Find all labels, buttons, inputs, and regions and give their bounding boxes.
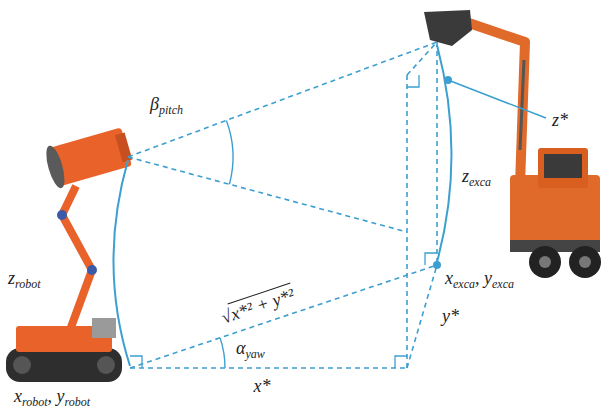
angle-label: αyaw [236, 338, 265, 362]
height-curves [113, 45, 451, 368]
coordinate-label: xexca, yexca [445, 268, 514, 292]
geometry-lines [128, 42, 546, 368]
point-dot [444, 76, 452, 84]
point-dot [433, 261, 441, 269]
coordinate-label: xrobot, yrobot [14, 386, 90, 410]
height-label: zexca [462, 166, 491, 190]
right-angle-marks [130, 75, 437, 368]
distance-label: y* [442, 306, 459, 327]
height-label: z* [552, 110, 568, 131]
height-label: zrobot [8, 268, 41, 292]
angle-label: βpitch [150, 94, 183, 118]
robot-figure [6, 125, 135, 382]
excavator-figure [424, 10, 601, 278]
distance-label: x* [254, 376, 271, 397]
distance-label: √x*² + y*² [219, 284, 297, 328]
